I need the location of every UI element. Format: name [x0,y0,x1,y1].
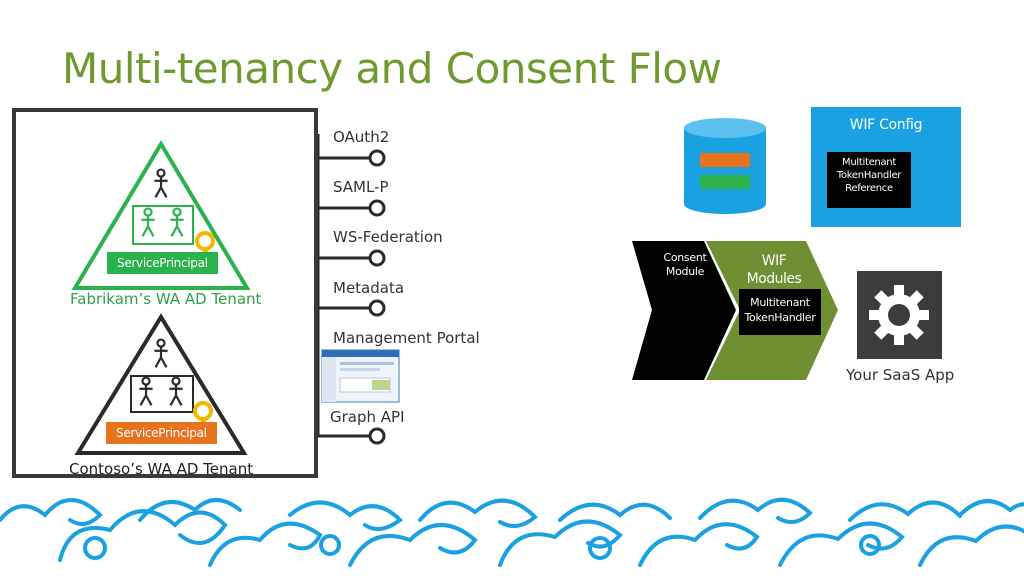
token-handler-line: Multitenant [750,296,810,309]
wif-config-title: WIF Config [849,117,923,133]
wif-reference-line: Multitenant [842,157,896,168]
token-handler-line: TokenHandler [744,311,816,324]
wif-reference-box: Multitenant TokenHandler Reference [827,152,911,208]
saas-app-tile [857,271,942,359]
wif-reference-line: TokenHandler [836,170,902,181]
fabrikam-service-principal-badge: ServicePrincipal [107,252,218,274]
database-icon [684,118,766,214]
contoso-tenant-label: Contoso’s WA AD Tenant [69,460,254,478]
endpoint-label-saml-p: SAML-P [333,178,389,196]
cloud-pattern [0,497,1024,567]
token-handler-box: Multitenant TokenHandler [739,289,821,335]
endpoint-label-ws-federation: WS-Federation [333,228,443,246]
endpoint-label-metadata: Metadata [333,279,405,297]
wif-reference-line: Reference [845,183,893,194]
consent-module-chevron [632,241,736,380]
wif-modules-line: Modules [746,271,802,287]
tenant-container [12,108,318,478]
contoso-service-principal-badge: ServicePrincipal [106,422,217,444]
endpoint-label-oauth2: OAuth2 [333,128,390,146]
wif-config-panel: WIF Config Multitenant TokenHandler Refe… [811,107,961,227]
endpoint-label-management-portal: Management Portal [333,329,480,347]
endpoint-label-graph-api: Graph API [330,408,405,426]
fabrikam-tenant-label: Fabrikam’s WA AD Tenant [70,290,262,308]
consent-module-label: Consent Module [660,251,710,279]
wif-modules-label: WIF Modules [738,252,810,288]
gear-icon [869,285,929,345]
saas-app-label: Your SaaS App [846,366,955,384]
person-icon [141,207,155,237]
screenshot-thumbnail [321,349,400,403]
consent-module-line: Module [665,265,705,278]
wif-modules-line: WIF [761,253,787,269]
slide-title: Multi-tenancy and Consent Flow [62,44,722,93]
person-icon [170,207,184,237]
consent-module-line: Consent [663,251,707,264]
endpoint-connectors [316,134,386,445]
